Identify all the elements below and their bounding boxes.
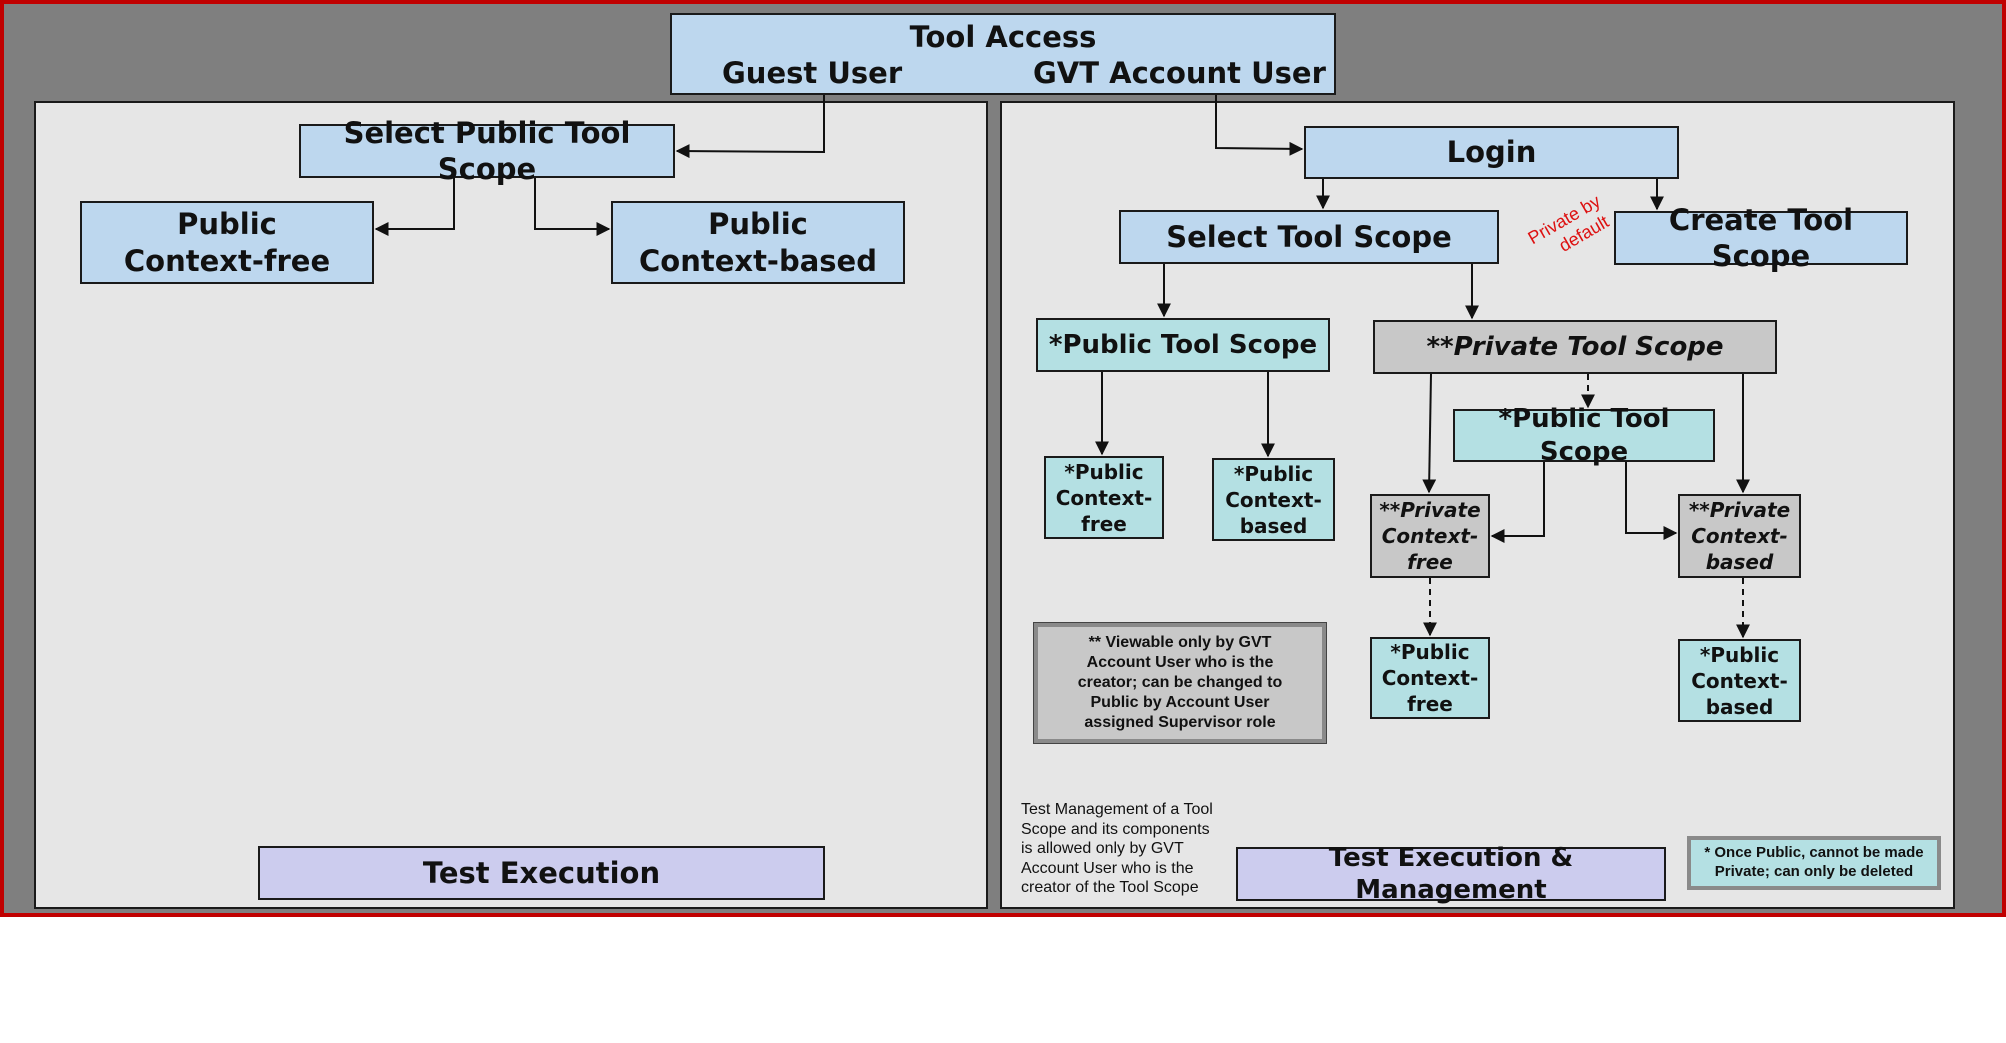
management-note-line4: Account User who is the [1021, 859, 1194, 877]
management-note-line1: Test Management of a Tool [1021, 801, 1213, 818]
bottom-public-context-based-line1: *Public [1699, 642, 1780, 667]
inner-public-tool-scope-box: *Public Tool Scope [1453, 404, 1715, 467]
select-public-to-context-free-arrow [374, 178, 455, 236]
inner-public-to-private-context-free-arrow [1490, 462, 1545, 543]
guest-public-context-based-line1: Public [708, 207, 808, 242]
public-context-based-line3: based [1239, 513, 1308, 538]
guest-public-context-based-line2: Context-based [638, 243, 877, 278]
bottom-public-context-based-line2: Context- [1691, 668, 1788, 693]
public-context-based-line1: *Public [1233, 461, 1314, 486]
test-execution-label: Test Execution [422, 855, 661, 890]
private-context-based-line2: Context- [1691, 524, 1788, 548]
select-tool-scope-label: Select Tool Scope [1166, 219, 1452, 254]
create-tool-scope-label: Create Tool Scope [1668, 202, 1854, 273]
gvt-to-login-arrow [1215, 95, 1304, 156]
public-context-free-box: *Public Context- free [1044, 456, 1164, 539]
private-context-free-word: Private [1400, 498, 1481, 522]
viewable-note-text: ** Viewable only by GVT Account User who… [1077, 634, 1283, 731]
guest-public-context-based-box: Public Context-based [611, 201, 905, 284]
select-public-tool-scope-box: Select Public Tool Scope [299, 116, 675, 186]
tool-access-title: Tool Access [909, 20, 1097, 54]
private-context-free-line2: Context- [1381, 524, 1479, 548]
bottom-public-context-free-line3: free [1407, 692, 1453, 716]
bottom-public-context-based-line3: based [1705, 694, 1774, 719]
bottom-public-context-free-line2: Context- [1381, 666, 1479, 690]
private-tool-scope-label: **Private Tool Scope [1426, 331, 1723, 364]
once-public-note-text: * Once Public, cannot be made Private; c… [1704, 844, 1924, 880]
gvt-account-user-label: GVT Account User [1033, 56, 1326, 90]
guest-user-label: Guest User [722, 56, 903, 90]
private-context-free-box: **Private Context- free [1370, 494, 1490, 578]
guest-public-context-free-box: Public Context-free [80, 201, 374, 284]
test-execution-management-box: Test Execution & Management [1236, 843, 1666, 905]
private-context-based-line3: based [1705, 550, 1774, 574]
guest-public-context-free-line2: Context-free [123, 243, 331, 278]
private-context-based-prefix: ** [1688, 498, 1710, 522]
tool-access-box: Tool Access Guest User GVT Account User [670, 13, 1336, 95]
select-public-to-context-based-arrow [534, 178, 611, 236]
management-note-line2: Scope and its components [1021, 820, 1210, 838]
login-box: Login [1304, 126, 1679, 179]
public-tool-scope-label: *Public Tool Scope [1048, 329, 1318, 360]
management-note-text: Test Management of a Tool Scope and its … [1021, 800, 1231, 898]
viewable-note-box: ** Viewable only by GVT Account User who… [1033, 622, 1327, 744]
public-context-free-line3: free [1081, 511, 1127, 536]
private-context-based-word: Private [1709, 498, 1791, 522]
private-context-based-line1: **Private [1689, 497, 1790, 523]
guest-public-context-free-line1: Public [177, 207, 277, 242]
private-tool-scope-text: Private Tool Scope [1453, 331, 1724, 362]
login-label: Login [1446, 135, 1537, 170]
public-tool-scope-box: *Public Tool Scope [1036, 318, 1330, 372]
bottom-public-context-based-box: *Public Context- based [1678, 639, 1801, 722]
inner-public-to-private-context-based-arrow [1625, 462, 1678, 540]
inner-public-tool-scope-label: *Public Tool Scope [1498, 404, 1670, 467]
private-context-free-line3: free [1407, 550, 1453, 574]
private-tool-scope-box: **Private Tool Scope [1373, 320, 1777, 374]
create-tool-scope-box: Create Tool Scope [1614, 203, 1908, 273]
private-scope-to-private-context-free-arrow [1422, 373, 1437, 494]
select-tool-scope-box: Select Tool Scope [1119, 210, 1499, 264]
private-context-free-prefix: ** [1379, 498, 1401, 522]
public-context-free-line1: *Public [1064, 459, 1144, 484]
bottom-public-context-free-line1: *Public [1390, 640, 1470, 664]
bottom-public-context-free-box: *Public Context- free [1370, 637, 1490, 719]
public-context-based-line2: Context- [1225, 487, 1322, 512]
test-execution-management-label: Test Execution & Management [1328, 842, 1574, 906]
private-tool-scope-prefix: ** [1426, 331, 1454, 362]
select-public-tool-scope-label: Select Public Tool Scope [343, 115, 631, 186]
management-note-line5: creator of the Tool Scope [1021, 879, 1199, 897]
management-note-line3: is allowed only by GVT [1021, 840, 1184, 858]
once-public-note-box: * Once Public, cannot be made Private; c… [1687, 836, 1941, 890]
test-execution-box: Test Execution [258, 846, 825, 900]
private-context-based-box: **Private Context- based [1678, 494, 1801, 578]
guest-to-select-public-arrow [675, 95, 825, 159]
public-context-based-box: *Public Context- based [1212, 458, 1335, 541]
private-context-free-line1: **Private [1379, 497, 1480, 523]
public-context-free-line2: Context- [1055, 485, 1153, 510]
